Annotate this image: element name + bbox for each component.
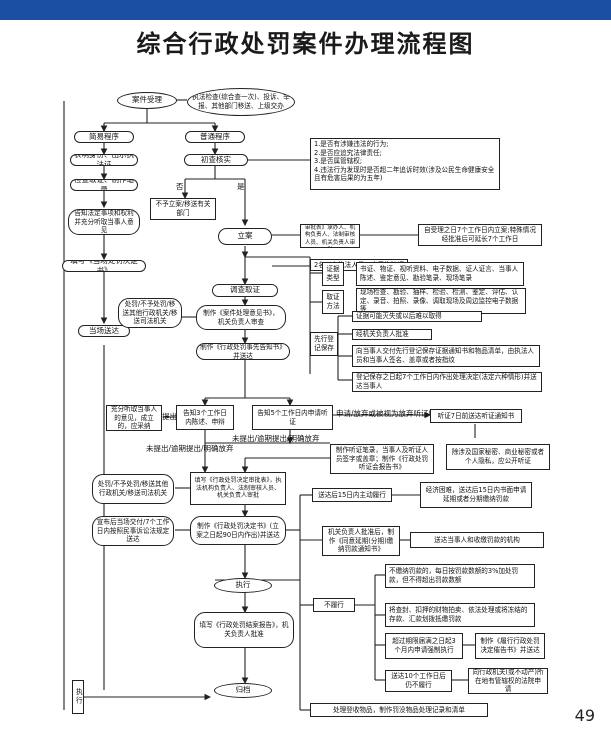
announce-node: 宣布后当场交付/7个工作日内按照民事诉讼法规定送达	[92, 516, 174, 546]
no-label: 否	[176, 182, 184, 191]
notify-3-days: 告知3个工作日内陈述、申辩	[176, 405, 234, 430]
execute-node: 执行	[214, 578, 272, 593]
no-file-node: 不予立案/移送有关部门	[150, 198, 216, 220]
seven-days-node: 自受理之日7个工作日内立案;特殊情况经批准后可延长7个工作日	[418, 224, 542, 246]
inform-rights-node: 告知法定事项和权利并充分听取当事人意见	[68, 209, 140, 235]
court-apply-node: 超过期限届满之日起3个月内申请强制执行	[385, 633, 463, 659]
raise-label: 提出	[162, 412, 177, 421]
disposal-node: 处理登收物品，制作罚没物品处理记录和清单	[310, 703, 488, 717]
onsite-delivery-node: 当场送达	[78, 325, 130, 337]
late-fee-node: 不缴纳罚款的，每日按罚款数额的3%加处罚款，但不得超出罚款数额	[385, 564, 535, 588]
not-raised-2: 未提出/逾期提出/明确放弃	[146, 444, 234, 453]
court-node: 向行政机关(或不动产)所在地有管辖权的法院申请	[468, 668, 548, 694]
save-step-2: 经机关负责人批准	[352, 329, 432, 340]
save-label: 先行登记保存	[310, 332, 338, 356]
normal-procedure: 普通程序	[185, 131, 245, 143]
hardship-node: 经济困难，送达后15日内书面申请延期或者分期缴纳罚款	[420, 482, 532, 508]
execute-vertical-node: 执行	[72, 680, 84, 714]
fill-decision-node: 填写《当场处罚决定书》	[62, 260, 146, 272]
result-options-node: 处罚/不予处罚/移送其他行政机关/移送司法机关	[92, 474, 174, 504]
verify-node: 初查核实	[184, 154, 248, 166]
method-label: 取证方法	[322, 290, 344, 314]
auction-node: 将查封、扣押的财物拍卖、依法处理或将冻结的存款、汇款划拨抵缴罚款	[385, 603, 535, 627]
top-banner	[0, 0, 611, 20]
not-perform-node: 不履行	[313, 598, 355, 612]
prior-notice-node: 制作《行政处罚事先告知书》并送达	[196, 343, 290, 360]
archive-node: 归档	[214, 683, 272, 698]
case-report-node: 制作《案件处理意见书》，机关负责人审查	[196, 305, 286, 330]
save-step-4: 登记保存之日起7个工作日内作出处理决定(法定六种情形)并送达当事人	[352, 372, 542, 392]
decision-book-node: 制作《行政处罚决定书》(立案之日起90日内作出)并送达	[190, 516, 286, 545]
fill-approval-node: 填写《行政处罚立案审批表》承办人、机构负责人、法制审核人员、机关负责人审批	[300, 224, 360, 248]
investigate-node: 调查取证	[212, 284, 278, 297]
file-case-node: 立案	[218, 228, 272, 245]
approval-form-node: 填写《行政处罚决定审批表》，执法机构负责人、法制审核人员、机关负责人审批	[190, 472, 286, 505]
notify-5-days: 告知5个工作日内申请听证	[252, 405, 333, 430]
ten-days-node: 送达10个工作日后仍不履行	[385, 670, 452, 692]
save-step-3: 向当事人交付先行登记保存证据通知书和物品清单，由执法人员和当事人签名、盖章或者按…	[352, 345, 540, 367]
urge-node: 制作《履行行政处罚决定催告书》并送达	[475, 633, 545, 659]
hearing-record-node: 制作听证笔录，当事人及听证人员签字或盖章；制作《行政处罚听证会报告书》	[330, 444, 434, 474]
hearing-7-days: 听证7日前送达听证通知书	[430, 409, 522, 423]
no-penalty-node: 处罚/不予处罚/移送其他行政机关/移送司法机关	[118, 298, 182, 328]
close-report-node: 填写《行政处罚结案报告》，机关负责人批准	[194, 612, 294, 648]
listen-node: 充分听取当事人的意见，成立的，应采纳	[106, 405, 162, 431]
apply-hearing-text: 申请/放弃或被视为放弃听证申请	[336, 409, 444, 418]
approve-defer-node: 机关负责人批准后，制作《同意延期(分期)缴纳罚款通知书》	[322, 526, 400, 556]
page-title: 综合行政处罚案件办理流程图	[136, 30, 475, 58]
deliver-party-node: 送达当事人和收缴罚款的机构	[410, 532, 544, 548]
inspect-record-node: 检查取证、制作笔录	[70, 179, 138, 191]
page-number: 49	[574, 706, 595, 725]
case-sources: 执法检查(综合查一次)、投诉、举报、其他部门移送、上级交办	[187, 88, 295, 116]
save-step-1: 证据可能灭失或以后难以取得	[352, 311, 482, 322]
criteria-box: 1.是否有涉嫌违法的行为; 2.是否应追究法律责任; 3.是否属管辖权; 4.违…	[310, 138, 500, 190]
yes-label: 是	[237, 182, 245, 191]
hearing-scope-node: 除涉及国家秘密、商业秘密或者个人隐私，应公开听证	[446, 444, 550, 470]
evidence-types-box: 书证、物证、视听资料、电子数据、证人证言、当事人陈述、鉴定意见、勘验笔录、现场笔…	[356, 262, 524, 286]
fifteen-days-node: 送达后15日内主动履行	[312, 488, 392, 502]
simple-procedure: 简易程序	[74, 131, 134, 143]
not-raised-1: 未提出/逾期提出/明确放弃	[232, 434, 320, 443]
case-accept: 案件受理	[117, 92, 177, 109]
methods-box: 现场检查、勘验、抽样、检验、检测、鉴定、评估、认定、录音、拍照、录像、调取现场及…	[356, 288, 526, 314]
evidence-type-label: 证据类型	[322, 262, 344, 286]
show-id-node: 表明身份、出示执法证	[70, 154, 138, 166]
